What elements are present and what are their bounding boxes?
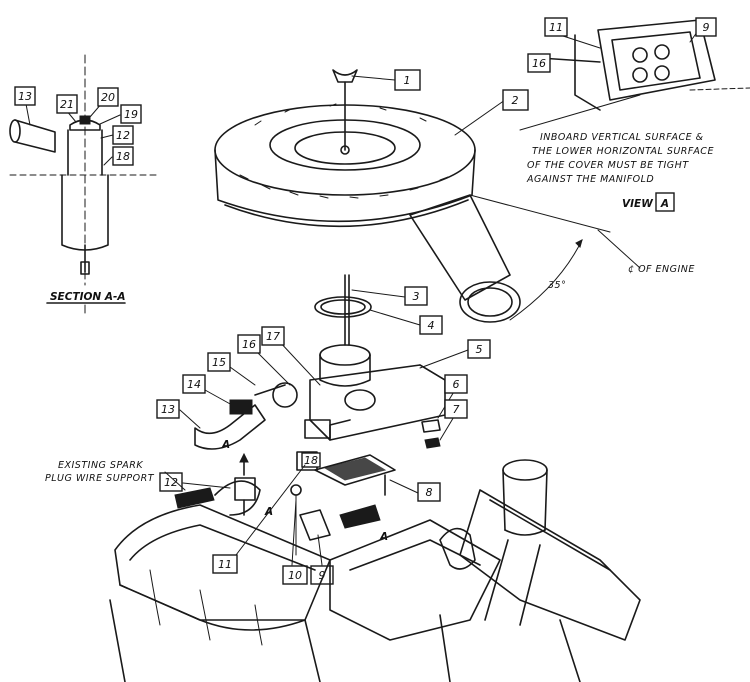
- engine-centerline: [469, 194, 641, 321]
- svg-text:13: 13: [18, 90, 32, 103]
- svg-text:16: 16: [242, 338, 256, 351]
- section-callout-12: 12: [112, 125, 134, 145]
- svg-text:9: 9: [319, 569, 326, 582]
- engine-block: [109, 459, 641, 682]
- svg-text:11: 11: [549, 21, 563, 34]
- callout-13: 13: [156, 399, 180, 419]
- base-plate: [314, 454, 396, 496]
- section-callout-20: 20: [97, 87, 119, 107]
- callout-16: 16: [237, 334, 261, 354]
- callout-7: 7: [444, 399, 468, 419]
- callout-4: 4: [419, 315, 443, 335]
- section-callout-13: 13: [14, 86, 36, 106]
- callout-5: 5: [467, 339, 491, 359]
- spark-note-line2: PLUG WIRE SUPPORT: [45, 473, 155, 484]
- view-a-label: VIEW A: [622, 192, 675, 212]
- callout-9: 9: [310, 565, 334, 585]
- svg-text:8: 8: [426, 486, 433, 499]
- view-callout-16: 16: [527, 53, 551, 73]
- svg-text:A: A: [660, 198, 669, 210]
- svg-text:12: 12: [116, 129, 130, 142]
- svg-text:14: 14: [187, 378, 201, 391]
- svg-text:5: 5: [476, 343, 483, 356]
- carburetor: [272, 344, 446, 441]
- section-callout-21: 21: [56, 94, 78, 114]
- callout-8: 8: [417, 482, 441, 502]
- svg-text:7: 7: [453, 403, 460, 416]
- engine-label: ¢ OF ENGINE: [628, 264, 695, 275]
- section-callout-18: 18: [112, 146, 134, 166]
- svg-text:6: 6: [453, 378, 460, 391]
- svg-text:3: 3: [413, 290, 420, 303]
- air-cleaner-assembly: [214, 69, 521, 323]
- bracket-parts: [290, 484, 381, 556]
- nuts: [421, 419, 441, 449]
- svg-text:1: 1: [404, 74, 411, 87]
- svg-text:THE LOWER HORIZONTAL SURFACE: THE LOWER HORIZONTAL SURFACE: [532, 146, 714, 157]
- svg-text:13: 13: [161, 403, 175, 416]
- svg-text:OF THE COVER MUST BE TIGHT: OF THE COVER MUST BE TIGHT: [527, 160, 689, 171]
- callout-3: 3: [404, 286, 428, 306]
- view-callout-11: 11: [544, 17, 568, 37]
- svg-text:10: 10: [288, 569, 302, 582]
- spark-note-line1: EXISTING SPARK: [58, 460, 143, 471]
- view-a-drawing: [539, 19, 750, 111]
- callout-11: 11: [212, 554, 238, 574]
- svg-text:21: 21: [60, 98, 74, 111]
- section-markers: [239, 452, 249, 516]
- svg-text:19: 19: [124, 108, 138, 121]
- letter-a-upper: A: [221, 439, 230, 451]
- letter-a-lower: A: [264, 506, 273, 518]
- callout-1: 1: [394, 69, 421, 91]
- callout-10: 10: [282, 565, 308, 585]
- svg-text:20: 20: [101, 91, 115, 104]
- svg-text:2: 2: [512, 94, 519, 107]
- angle-label: 35°: [548, 280, 566, 291]
- callout-17: 17: [261, 326, 285, 346]
- callout-14: 14: [182, 374, 206, 394]
- callout-18: 18: [301, 452, 321, 468]
- letter-a-right: A: [379, 531, 388, 543]
- callout-12: 12: [159, 472, 183, 492]
- svg-text:18: 18: [304, 454, 318, 467]
- callout-6: 6: [444, 374, 468, 394]
- hose-assembly: [194, 384, 286, 450]
- svg-text:VIEW: VIEW: [622, 198, 653, 210]
- spark-plug-wire-support: [174, 477, 261, 516]
- callout-15: 15: [207, 352, 231, 372]
- svg-text:12: 12: [164, 476, 178, 489]
- svg-text:17: 17: [266, 330, 280, 343]
- view-callout-9: 9: [695, 17, 717, 37]
- svg-text:11: 11: [218, 558, 232, 571]
- svg-text:18: 18: [116, 150, 130, 163]
- stud-and-gasket: [314, 274, 372, 346]
- callout-2: 2: [502, 89, 529, 111]
- section-title: SECTION A-A: [50, 291, 126, 303]
- section-callout-19: 19: [120, 104, 142, 124]
- svg-text:INBOARD VERTICAL SURFACE &: INBOARD VERTICAL SURFACE &: [540, 132, 704, 143]
- svg-text:9: 9: [703, 21, 710, 34]
- svg-text:15: 15: [212, 356, 226, 369]
- svg-text:AGAINST THE MANIFOLD: AGAINST THE MANIFOLD: [526, 174, 654, 185]
- svg-text:4: 4: [428, 319, 435, 332]
- inboard-note: INBOARD VERTICAL SURFACE & THE LOWER HOR…: [526, 132, 714, 185]
- svg-text:16: 16: [532, 57, 546, 70]
